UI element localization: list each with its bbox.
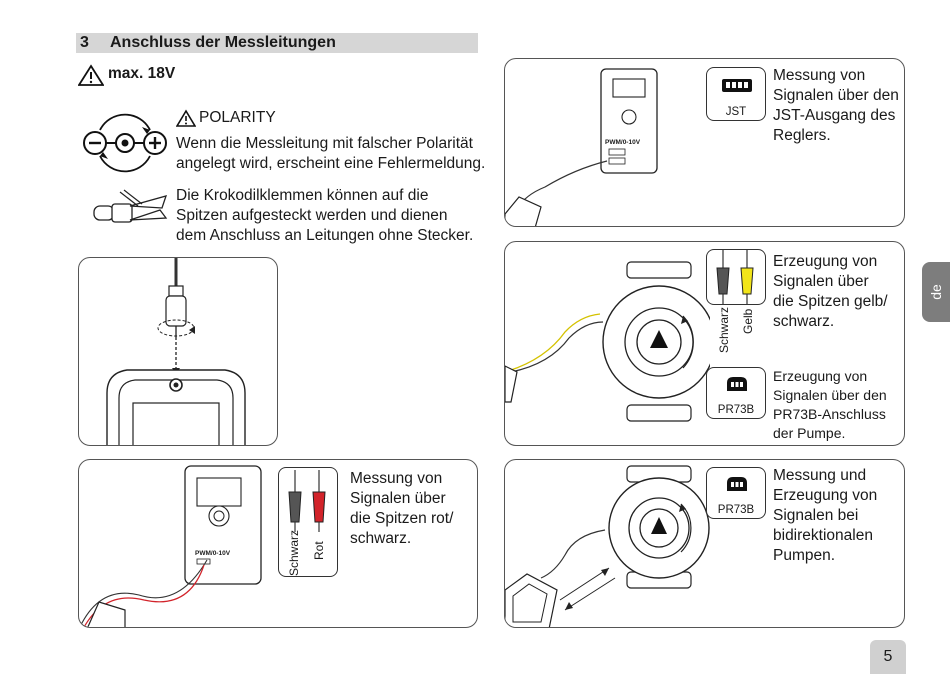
polarity-icon: [83, 113, 167, 173]
page-number: 5: [870, 640, 906, 674]
panel-pr73b-line4: der Pumpe.: [773, 425, 846, 441]
panel-bidirectional-pump: PR73B Messung und Erzeugung von Signalen…: [504, 459, 905, 628]
section-heading: 3 Anschluss der Messleitungen: [76, 33, 478, 53]
panel-red-line2: Signalen über: [350, 490, 446, 507]
section-number: 3: [80, 34, 89, 51]
panel-pr73b-line3: PR73B-Anschluss: [773, 406, 886, 422]
panel-red-line1: Messung von: [350, 470, 443, 487]
pr73b-connector-box: PR73B: [706, 367, 766, 419]
polarity-text-line1: Wenn die Messleitung mit falscher Polari…: [176, 135, 473, 152]
panel-pr73b-line2: Signalen über den: [773, 387, 887, 403]
max-voltage-warning: max. 18V: [108, 65, 176, 82]
panel-bidir-line5: Pumpen.: [773, 547, 836, 564]
panel-pr73b-line1: Erzeugung von: [773, 368, 868, 384]
panel-bidir-text: Messung und Erzeugung von Signalen bei b…: [773, 466, 903, 566]
panel-probe-connection: [78, 257, 278, 446]
panel-pump-signal-generation: Schwarz Gelb Erzeugung von Signalen über…: [504, 241, 905, 446]
polarity-text-line2: angelegt wird, erscheint eine Fehlermeld…: [176, 155, 486, 172]
probe-tips-box: Schwarz Rot: [278, 467, 338, 577]
jst-connector-box: JST: [706, 67, 766, 121]
black-red-probe-tips-icon: [288, 470, 326, 532]
probe-label-gelb: Gelb: [741, 308, 755, 334]
panel-bidir-line3: Signalen bei: [773, 507, 859, 524]
panel-jst-line3: JST-Ausgang des: [773, 107, 896, 124]
panel-red-line3: die Spitzen rot/: [350, 510, 454, 527]
panel-jst-line2: Signalen über den: [773, 87, 899, 104]
panel-bidir-line1: Messung und: [773, 467, 867, 484]
clamps-text-line2: Spitzen aufgesteckt werden und dienen: [176, 207, 448, 224]
bidirectional-pump-illustration: [505, 465, 710, 627]
alligator-clip-icon: [93, 189, 168, 223]
jst-connector-icon: [722, 79, 752, 92]
probe-label-schwarz: Schwarz: [717, 306, 731, 353]
polarity-warning-icon: [176, 109, 196, 127]
black-yellow-probe-tips-icon: [716, 250, 754, 304]
panel-jst-text: Messung von Signalen über den JST-Ausgan…: [773, 66, 903, 146]
section-title: Anschluss der Messleitungen: [110, 34, 336, 51]
panel-red-text: Messung von Signalen über die Spitzen ro…: [350, 469, 475, 549]
probe-plug-illustration: [106, 258, 246, 445]
panel-red-black-probes: PWM/0-10V Schwarz Rot Messung von Signal…: [78, 459, 478, 628]
pr73b-connector-box: PR73B: [706, 467, 766, 519]
panel-yellow-text: Erzeugung von Signalen über die Spitzen …: [773, 252, 903, 332]
device-label: PWM/0-10V: [605, 139, 641, 146]
language-tab-label: de: [928, 284, 944, 300]
pump-yellow-probe-illustration: [505, 261, 710, 422]
panel-yellow-line2: Signalen über: [773, 273, 869, 290]
panel-yellow-line4: schwarz.: [773, 313, 835, 330]
panel-jst-line4: Reglers.: [773, 127, 831, 144]
panel-pr73b-text: Erzeugung von Signalen über den PR73B-An…: [773, 367, 903, 443]
panel-bidir-line2: Erzeugung von: [773, 487, 878, 504]
probe-label-schwarz: Schwarz: [287, 529, 301, 576]
clamps-text-line1: Die Krokodilklemmen können auf die: [176, 187, 429, 204]
pr73b-label: PR73B: [717, 404, 755, 416]
probe-label-rot: Rot: [312, 541, 326, 560]
probe-tips-box: [706, 249, 766, 305]
pr73b-label: PR73B: [717, 504, 755, 516]
language-tab[interactable]: de: [922, 262, 950, 322]
panel-yellow-line1: Erzeugung von: [773, 253, 878, 270]
pr73b-connector-icon: [727, 477, 747, 491]
pr73b-connector-icon: [727, 377, 747, 391]
controller-jst-illustration: [505, 68, 658, 226]
clamps-text-line3: dem Anschluss an Leitungen ohne Stecker.: [176, 227, 474, 244]
controller-red-probe-illustration: [79, 465, 262, 627]
panel-jst-connector: PWM/0-10V JST Messung von Signalen über …: [504, 58, 905, 227]
panel-jst-line1: Messung von: [773, 67, 866, 84]
polarity-title: POLARITY: [199, 109, 276, 126]
device-label: PWM/0-10V: [195, 550, 231, 557]
panel-red-line4: schwarz.: [350, 530, 412, 547]
warning-triangle-icon: [78, 64, 104, 86]
jst-label: JST: [725, 106, 747, 118]
panel-yellow-line3: die Spitzen gelb/: [773, 293, 888, 310]
panel-bidir-line4: bidirektionalen: [773, 527, 873, 544]
